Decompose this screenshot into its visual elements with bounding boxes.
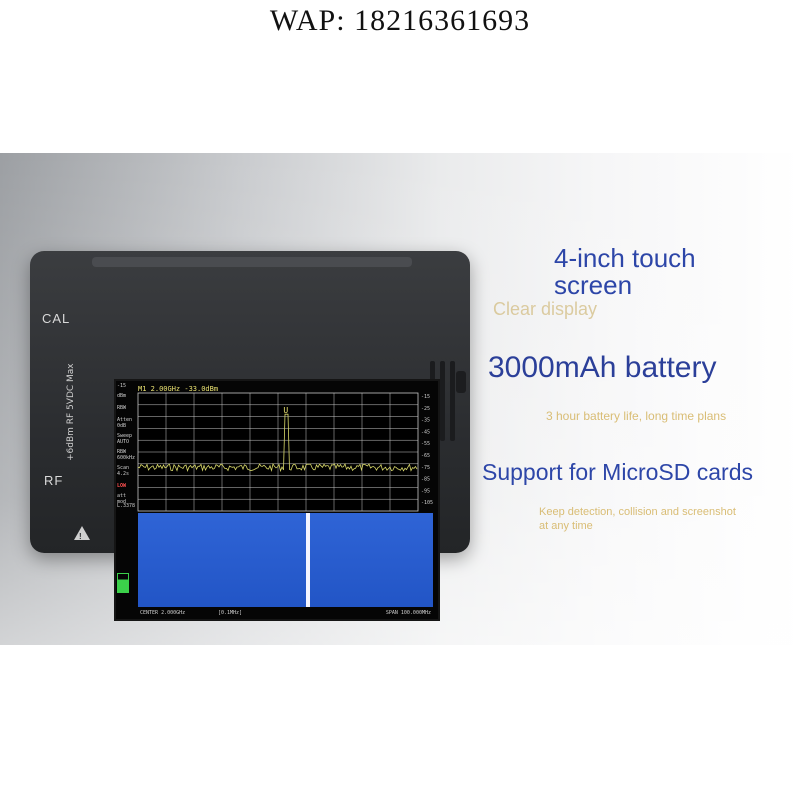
- battery-subtext: 3 hour battery life, long time plans: [546, 409, 727, 423]
- cal-port-label: CAL: [42, 311, 71, 326]
- wap-contact-text: WAP: 18216361693: [269, 4, 531, 37]
- marker-label: U: [283, 406, 288, 415]
- db-scale-label: -65: [421, 453, 430, 459]
- spectrum-plot: -15 -25 -35 -45 -55 -65 -75 -85 -95 -105 U: [137, 392, 433, 512]
- clear-display-caption: Clear display: [493, 299, 598, 319]
- waterfall-display: [138, 513, 433, 607]
- vent-slot: [450, 361, 455, 441]
- db-scale-label: -55: [421, 441, 430, 447]
- rbw-value: [0.1MHz]: [218, 610, 243, 616]
- db-scale-label: -75: [421, 465, 430, 471]
- rf-port-label: RF: [44, 473, 64, 488]
- db-scale-label: -45: [421, 429, 430, 435]
- waterfall-signal-line: [306, 513, 310, 607]
- side-info-panel: -15 dBm RBW Atten 0dB Sweep AUTO RBW 600…: [116, 381, 136, 619]
- warning-triangle-icon: [74, 526, 90, 540]
- marker-readout: M1 2.00GHz -33.0dBm: [138, 385, 219, 393]
- db-scale-label: -35: [421, 418, 430, 424]
- db-scale-label: -95: [421, 488, 430, 494]
- span-frequency: SPAN 100.000MHz: [385, 610, 431, 616]
- db-scale-label: -105: [421, 500, 433, 506]
- touch-screen-heading: 4-inch touch screen: [554, 243, 696, 300]
- spectrum-trace: [137, 413, 418, 473]
- device-side-slot: [456, 371, 466, 393]
- microsd-heading: Support for MicroSD cards: [482, 459, 753, 485]
- db-scale-label: -15: [421, 394, 430, 400]
- vent-slot: [440, 361, 445, 441]
- db-scale-label: -25: [421, 406, 430, 412]
- input-rating-label: +6dBm RF 5VDC Max: [66, 363, 76, 461]
- analyzer-screen[interactable]: -15 dBm RBW Atten 0dB Sweep AUTO RBW 600…: [114, 379, 440, 621]
- device-top-edge: [92, 257, 412, 267]
- battery-icon: [117, 573, 129, 593]
- center-frequency: CENTER 2.000GHz: [140, 610, 186, 616]
- db-scale-label: -85: [421, 477, 430, 483]
- microsd-subtext-line1: Keep detection, collision and screenshot: [539, 506, 736, 518]
- microsd-subtext-line2: at any time: [539, 520, 593, 532]
- spectrum-analyzer-device: CAL RF +6dBm RF 5VDC Max ! -15 dBm RBW A…: [30, 251, 470, 621]
- product-scene: CAL RF +6dBm RF 5VDC Max ! -15 dBm RBW A…: [0, 153, 800, 645]
- battery-heading: 3000mAh battery: [488, 351, 717, 384]
- bottom-readout: CENTER 2.000GHz [0.1MHz] SPAN 100.000MHz: [138, 609, 433, 618]
